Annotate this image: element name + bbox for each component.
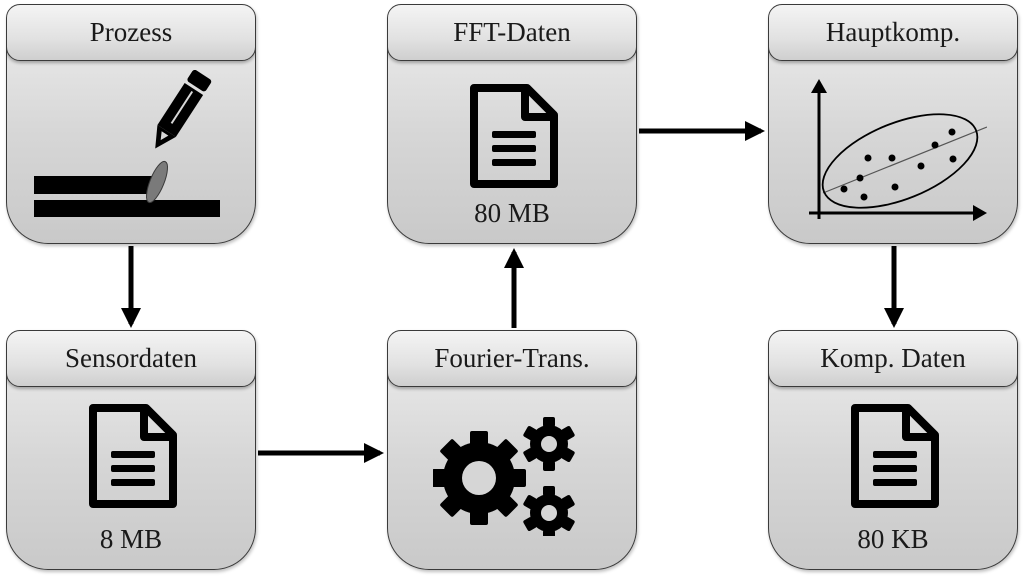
node-title: Sensordaten	[7, 331, 255, 387]
node-title: Fourier-Trans.	[388, 331, 636, 387]
node-title: Prozess	[7, 5, 255, 61]
node-title: FFT-Daten	[388, 5, 636, 61]
node-komp-daten: Komp. Daten 80 KB	[768, 330, 1018, 570]
node-title: Komp. Daten	[769, 331, 1017, 387]
node-fft-daten: FFT-Daten 80 MB	[387, 4, 637, 244]
file-size: 8 MB	[99, 524, 163, 554]
node-sensordaten: Sensordaten 8 MB	[6, 330, 256, 570]
file-size: 80 KB	[857, 524, 929, 554]
document-icon	[470, 84, 558, 188]
node-fourier-trans: Fourier-Trans.	[387, 330, 637, 570]
file-size: 80 MB	[474, 198, 550, 228]
node-title: Hauptkomp.	[769, 5, 1017, 61]
node-prozess: Prozess	[6, 4, 256, 244]
welding-pen-icon	[34, 70, 220, 217]
document-icon	[851, 404, 939, 508]
pca-scatter-icon	[809, 79, 987, 221]
document-icon	[89, 404, 177, 508]
gears-icon	[433, 417, 575, 536]
node-hauptkomp: Hauptkomp.	[768, 4, 1018, 244]
